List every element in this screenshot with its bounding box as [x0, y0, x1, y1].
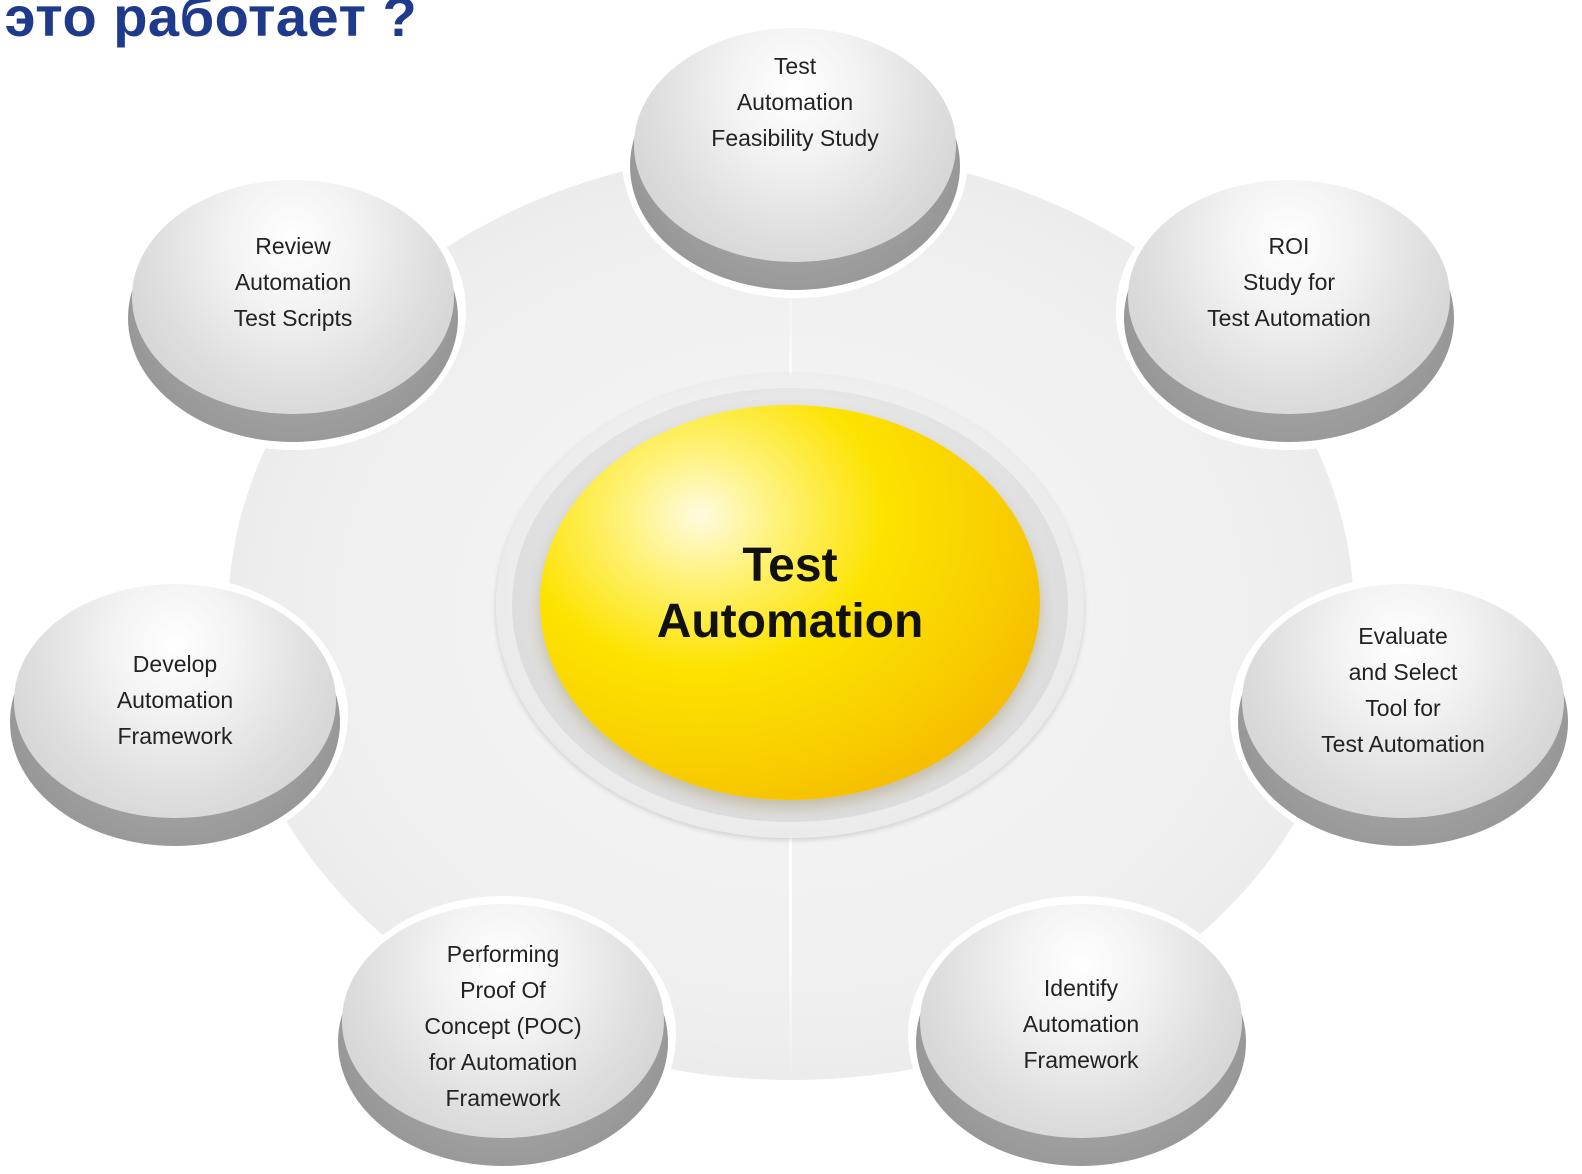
- node-label-line: Framework: [1023, 1047, 1139, 1073]
- node-label-line: Identify: [1043, 975, 1119, 1001]
- node-label-line: Test Scripts: [233, 305, 353, 331]
- node-label-line: Automation: [1022, 1011, 1140, 1037]
- node-label-line: and Select: [1348, 659, 1458, 685]
- node-label-line: Test Automation: [1321, 731, 1485, 757]
- node-label: ROI Study for Test Automation: [1124, 228, 1454, 336]
- node-label-line: Feasibility Study: [711, 125, 879, 151]
- node-label: Develop Automation Framework: [10, 646, 340, 754]
- center-label-line-2: Automation: [656, 595, 924, 648]
- node-label-line: Automation: [234, 269, 352, 295]
- node-roi-study: ROI Study for Test Automation: [1116, 172, 1462, 450]
- node-label: Performing Proof Of Concept (POC) for Au…: [338, 936, 668, 1116]
- node-label: Identify Automation Framework: [916, 970, 1246, 1078]
- node-label-line: Automation: [736, 89, 854, 115]
- node-label-line: Evaluate: [1358, 623, 1448, 649]
- node-label: Test Automation Feasibility Study: [630, 48, 960, 156]
- node-label-line: Review: [255, 233, 331, 259]
- node-label-line: Tool for: [1365, 695, 1441, 721]
- node-label-line: ROI: [1268, 233, 1310, 259]
- node-label-line: Study for: [1242, 269, 1336, 295]
- center-label: Test Automation: [540, 538, 1040, 650]
- node-label-line: Framework: [445, 1085, 561, 1111]
- node-label: Evaluate and Select Tool for Test Automa…: [1238, 618, 1568, 762]
- center-sphere: [540, 405, 1040, 800]
- node-label-line: Automation: [116, 687, 234, 713]
- node-label-line: Framework: [117, 723, 233, 749]
- node-feasibility-study: Test Automation Feasibility Study: [622, 20, 968, 298]
- node-evaluate-select-tool: Evaluate and Select Tool for Test Automa…: [1230, 576, 1576, 854]
- node-label-line: Test Automation: [1207, 305, 1371, 331]
- node-label-line: Develop: [132, 651, 218, 677]
- node-label-line: Performing: [446, 941, 560, 967]
- slide-title: к это работает ?: [0, 0, 418, 48]
- center-label-line-1: Test: [742, 539, 838, 592]
- node-label-line: for Automation: [428, 1049, 578, 1075]
- node-develop-framework: Develop Automation Framework: [2, 576, 348, 854]
- node-label: Review Automation Test Scripts: [128, 228, 458, 336]
- node-identify-framework: Identify Automation Framework: [908, 896, 1254, 1174]
- node-proof-of-concept: Performing Proof Of Concept (POC) for Au…: [330, 896, 676, 1174]
- node-label-line: Proof Of: [460, 977, 546, 1003]
- node-review-scripts: Review Automation Test Scripts: [120, 172, 466, 450]
- node-label-line: Test: [773, 53, 817, 79]
- node-label-line: Concept (POC): [424, 1013, 582, 1039]
